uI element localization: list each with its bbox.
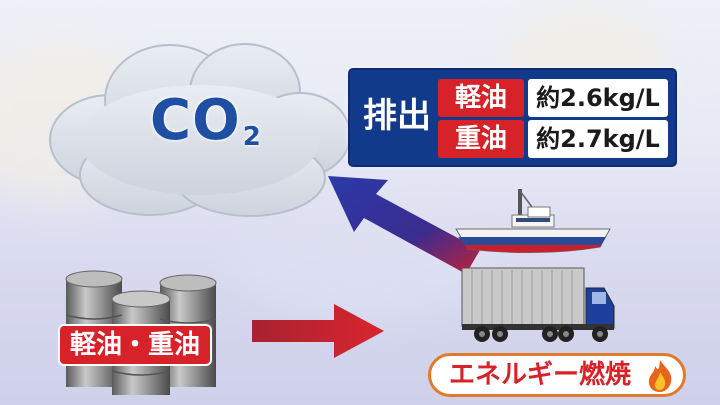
emission-title: 排出 — [363, 96, 431, 136]
background-haze — [230, 210, 490, 320]
fuel-badge: 重油 — [438, 120, 524, 158]
emission-panel: 排出 軽油 約2.6kg/L 重油 約2.7kg/L — [350, 70, 675, 165]
arrow-up-left-icon — [328, 176, 480, 274]
fuel-value: 約2.7kg/L — [528, 120, 668, 158]
co2-label: CO2 — [150, 88, 261, 153]
co2-subscript: 2 — [242, 122, 261, 152]
ship-icon — [455, 189, 611, 254]
energy-combustion-label: エネルギー燃焼 — [449, 360, 632, 390]
energy-combustion-badge: エネルギー燃焼 — [428, 353, 686, 397]
cloud-icon — [49, 43, 351, 217]
emission-row-heavy-oil: 重油 約2.7kg/L — [438, 120, 668, 158]
co2-main-text: CO — [150, 88, 241, 153]
truck-icon — [461, 267, 615, 342]
fuel-drums-label: 軽油・重油 — [60, 326, 211, 364]
arrow-right-icon — [252, 304, 384, 358]
fuel-badge: 軽油 — [438, 79, 524, 117]
emission-row-light-oil: 軽油 約2.6kg/L — [438, 79, 668, 117]
fuel-value: 約2.6kg/L — [528, 79, 668, 117]
flame-icon — [648, 360, 672, 392]
